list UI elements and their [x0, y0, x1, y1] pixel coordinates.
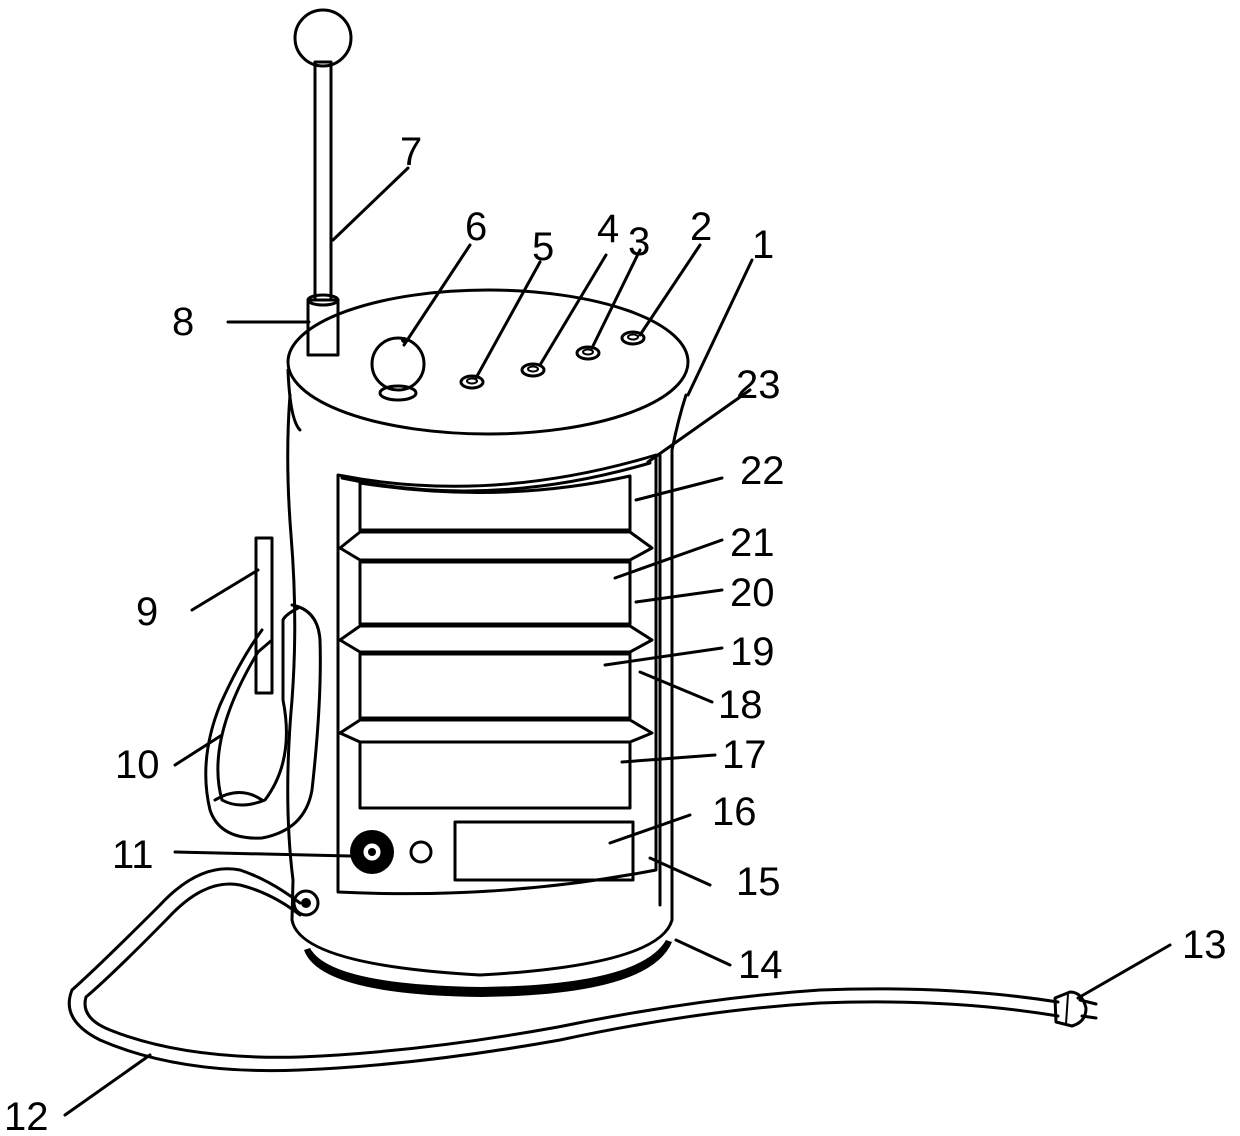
divider-3	[340, 720, 652, 742]
antenna-ball-icon	[295, 10, 351, 66]
label-14: 14	[738, 943, 783, 987]
power-cord	[69, 869, 1096, 1071]
divider-2	[340, 626, 652, 652]
label-15: 15	[736, 860, 781, 904]
label-10: 10	[115, 743, 160, 787]
label-19: 19	[730, 630, 775, 674]
antenna	[295, 10, 351, 355]
body-right-side	[672, 395, 686, 920]
label-23: 23	[736, 363, 781, 407]
label-12: 12	[4, 1095, 49, 1136]
strap	[206, 538, 321, 838]
indicator-light-icon	[411, 842, 431, 862]
base-outline	[292, 920, 672, 975]
grille-slot-4	[360, 742, 630, 808]
label-3: 3	[628, 220, 650, 264]
label-5: 5	[532, 225, 554, 269]
label-4: 4	[597, 207, 619, 251]
label-11: 11	[112, 833, 154, 877]
label-18: 18	[718, 683, 763, 727]
body-left-side	[288, 395, 295, 920]
label-6: 6	[465, 205, 487, 249]
label-20: 20	[730, 571, 775, 615]
cord-inner	[85, 884, 1058, 1057]
panel-frame	[338, 455, 656, 894]
grille-slot-3	[360, 654, 630, 718]
label-7: 7	[400, 130, 422, 174]
display-screen	[455, 822, 633, 880]
grille-slot-2	[360, 562, 630, 624]
label-17: 17	[722, 733, 767, 777]
label-8: 8	[172, 300, 194, 344]
top-controls	[372, 332, 644, 400]
label-21: 21	[730, 521, 775, 565]
label-2: 2	[690, 205, 712, 249]
antenna-rod	[315, 62, 331, 300]
front-panel	[338, 455, 656, 894]
clip-bracket	[256, 538, 272, 693]
base-shadow	[304, 940, 672, 997]
label-13: 13	[1182, 923, 1227, 967]
divider-1	[340, 532, 652, 560]
cord-outer	[69, 869, 1058, 1071]
label-1: 1	[752, 223, 774, 267]
label-9: 9	[136, 590, 158, 634]
label-22: 22	[740, 449, 785, 493]
top-cap	[288, 290, 688, 434]
label-16: 16	[712, 790, 757, 834]
reference-numerals: 1 2 3 4 5 6 7 8 9 10 11 12 13 14 15 16 1…	[4, 130, 1227, 1136]
knob-icon	[372, 338, 424, 390]
